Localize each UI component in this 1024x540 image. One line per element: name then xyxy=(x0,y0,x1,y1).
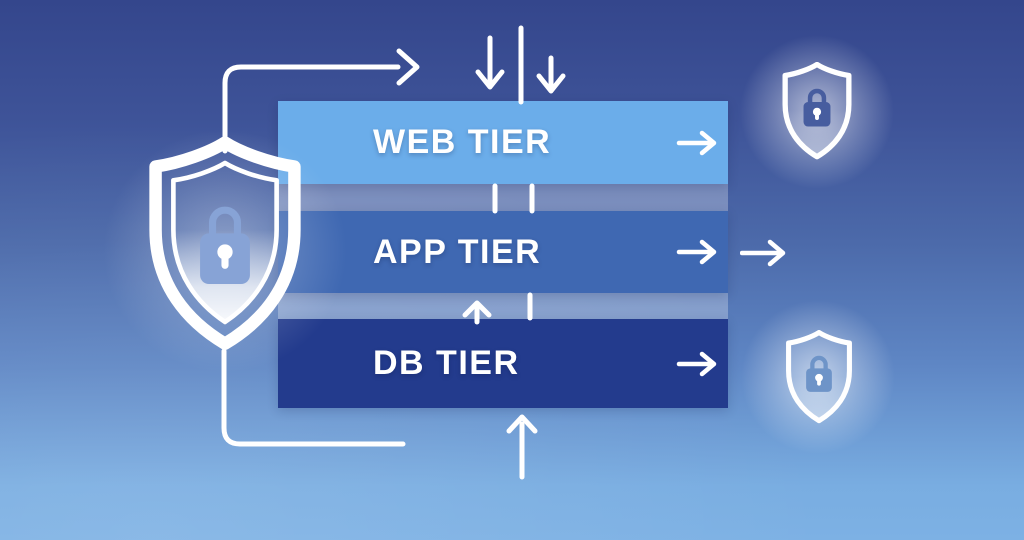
tier-app-label: APP TIER xyxy=(373,232,542,271)
tier-web: WEB TIER xyxy=(278,101,728,184)
tier-db-label: DB TIER xyxy=(373,344,520,382)
shield-lock-icon xyxy=(786,330,852,424)
arrow-right-icon xyxy=(676,239,717,265)
arrow-down-icon xyxy=(536,73,566,94)
lock-icon xyxy=(200,206,250,285)
tier-web-label: WEB TIER xyxy=(373,123,552,161)
arrow-right-icon xyxy=(676,130,717,155)
tier-db: DB TIER xyxy=(278,319,728,408)
arrow-right-icon xyxy=(676,351,717,376)
tier-gap-band xyxy=(278,184,728,211)
tier-app: APP TIER xyxy=(278,211,728,293)
shield-lock-icon xyxy=(149,136,301,350)
arrow-right-icon xyxy=(740,239,786,267)
shield-lock-icon xyxy=(782,62,852,160)
arrow-right-icon xyxy=(396,48,420,86)
arrow-up-icon xyxy=(506,414,538,434)
tier-gap-band xyxy=(278,293,728,319)
arrow-down-icon xyxy=(475,69,505,90)
